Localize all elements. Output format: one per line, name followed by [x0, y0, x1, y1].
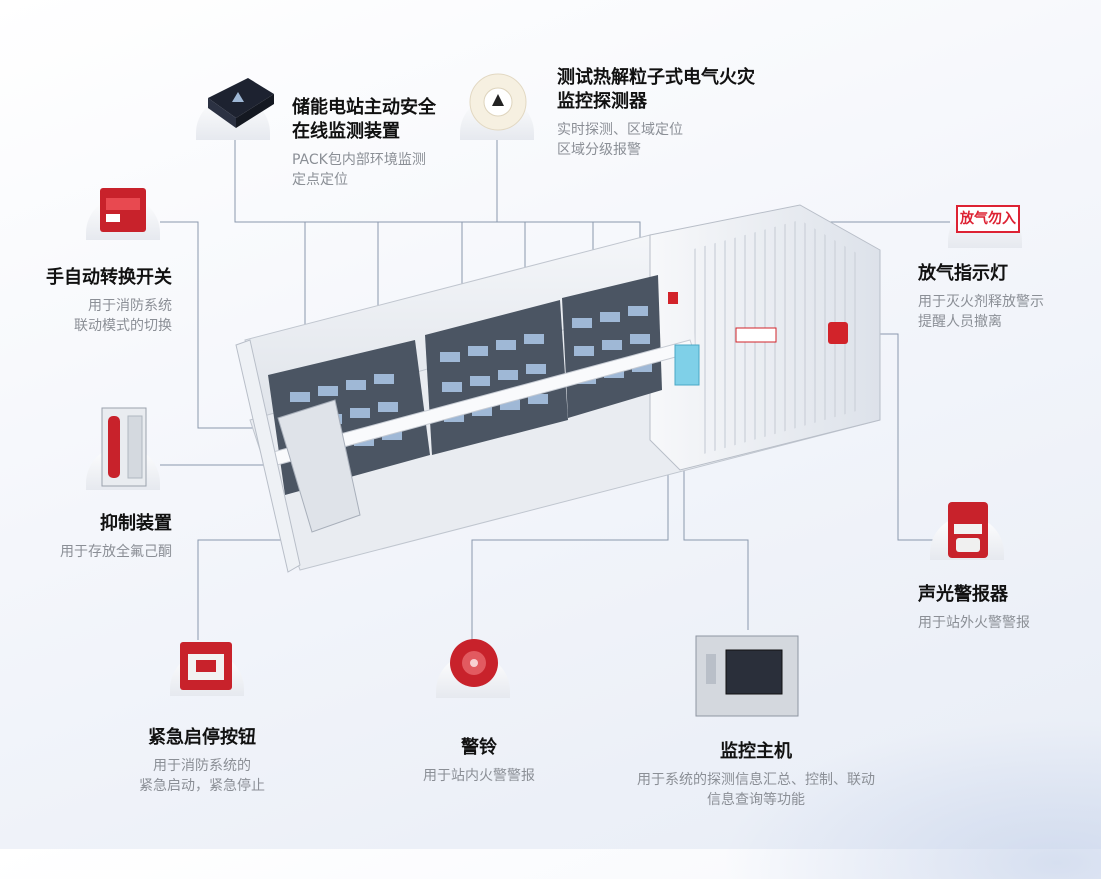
label-pyrolysis-detector: 测试热解粒子式电气火灾 监控探测器 实时探测、区域定位 区域分级报警 [557, 66, 755, 160]
desc: 用于消防系统 [88, 298, 172, 314]
desc: 用于站内火警警报 [423, 768, 535, 784]
title: 紧急启停按钮 [148, 727, 256, 748]
control-box [674, 344, 700, 386]
monitor-device-icon [208, 78, 274, 128]
title: 在线监测装置 [292, 121, 400, 142]
container-gas-sign [735, 327, 777, 343]
desc: 定点定位 [292, 172, 348, 188]
label-alarm-bell: 警铃 用于站内火警警报 [389, 736, 569, 786]
title: 储能电站主动安全 [292, 97, 436, 118]
title: 监控主机 [720, 741, 792, 762]
label-gas-indicator: 放气指示灯 用于灭火剂释放警示 提醒人员撤离 [918, 262, 1044, 332]
label-suppression-device: 抑制装置 用于存放全氟己酮 [20, 512, 172, 562]
title: 声光警报器 [918, 584, 1008, 605]
title: 测试热解粒子式电气火灾 [557, 67, 755, 88]
desc: 联动模式的切换 [74, 318, 172, 334]
title: 抑制装置 [100, 513, 172, 534]
emergency-button-icon [180, 642, 232, 690]
title: 手自动转换开关 [46, 267, 172, 288]
gas-indicator-sign: 放气勿入 [956, 205, 1020, 233]
sound-light-alarm-icon [948, 502, 988, 558]
monitor-host-icon [695, 635, 799, 717]
container-red-light [668, 292, 678, 304]
desc: 用于站外火警警报 [918, 615, 1030, 631]
title: 监控探测器 [557, 91, 647, 112]
fire-protection-diagram: 放气勿入 储能电站主动安全 在线监测装置 PACK包内部环境监测 定点定位 测试… [20, 66, 1101, 879]
desc: 紧急启动，紧急停止 [139, 778, 265, 794]
title: 警铃 [461, 737, 497, 758]
detector-icon [469, 73, 527, 131]
mode-switch-icon [100, 188, 146, 232]
label-monitor-device: 储能电站主动安全 在线监测装置 PACK包内部环境监测 定点定位 [292, 96, 436, 190]
suppression-cabinet [277, 399, 361, 533]
container-illustration [235, 204, 881, 573]
label-emergency-button: 紧急启停按钮 用于消防系统的 紧急启动，紧急停止 [112, 726, 292, 796]
title: 放气指示灯 [918, 263, 1008, 284]
label-mode-switch: 手自动转换开关 用于消防系统 联动模式的切换 [20, 266, 172, 336]
desc: 信息查询等功能 [707, 792, 805, 808]
label-sound-light-alarm: 声光警报器 用于站外火警警报 [918, 583, 1030, 633]
leader-emergency [197, 539, 308, 640]
desc: PACK包内部环境监测 [292, 152, 426, 168]
container-front-frame [235, 339, 301, 573]
desc: 用于存放全氟己酮 [60, 544, 172, 560]
desc: 用于消防系统的 [153, 758, 251, 774]
desc: 实时探测、区域定位 [557, 122, 683, 138]
bell-icon [450, 639, 498, 687]
container-sound-light [828, 322, 848, 344]
desc: 用于灭火剂释放警示 [918, 294, 1044, 310]
desc: 用于系统的探测信息汇总、控制、联动 [637, 772, 875, 788]
desc: 区域分级报警 [557, 142, 641, 158]
label-monitor-host: 监控主机 用于系统的探测信息汇总、控制、联动 信息查询等功能 [596, 740, 916, 810]
leader-mode-switch [160, 221, 268, 429]
desc: 提醒人员撤离 [918, 314, 1002, 330]
suppression-device-icon [101, 407, 147, 487]
